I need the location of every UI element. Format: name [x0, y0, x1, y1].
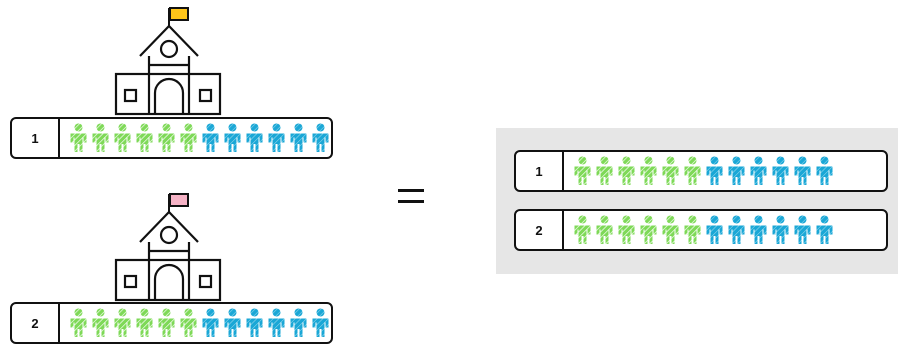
- blue-person-icon: [770, 215, 791, 245]
- green-person-icon: [638, 156, 659, 186]
- flag-icon: [169, 193, 189, 207]
- blue-person-icon: [792, 215, 813, 245]
- green-person-icon: [594, 215, 615, 245]
- school-2-row: 2: [10, 302, 333, 344]
- blue-person-icon: [748, 215, 769, 245]
- blue-person-icon: [748, 156, 769, 186]
- green-person-icon: [90, 308, 111, 338]
- green-person-icon: [134, 308, 155, 338]
- blue-person-icon: [726, 215, 747, 245]
- blue-person-icon: [200, 123, 221, 153]
- blue-person-icon: [704, 215, 725, 245]
- green-person-icon: [112, 123, 133, 153]
- green-person-icon: [178, 123, 199, 153]
- blue-person-icon: [244, 123, 265, 153]
- student-list: [68, 304, 331, 342]
- green-person-icon: [660, 156, 681, 186]
- blue-person-icon: [726, 156, 747, 186]
- blue-person-icon: [244, 308, 265, 338]
- green-person-icon: [616, 156, 637, 186]
- green-person-icon: [638, 215, 659, 245]
- green-person-icon: [682, 215, 703, 245]
- flag-icon: [169, 7, 189, 21]
- green-person-icon: [660, 215, 681, 245]
- school-building-icon: [114, 7, 222, 116]
- green-person-icon: [134, 123, 155, 153]
- blue-person-icon: [222, 308, 243, 338]
- blue-person-icon: [814, 215, 835, 245]
- blue-person-icon: [266, 123, 287, 153]
- green-person-icon: [112, 308, 133, 338]
- student-list: [572, 211, 835, 249]
- blue-person-icon: [200, 308, 221, 338]
- green-person-icon: [68, 123, 89, 153]
- school-building-icon: [114, 193, 222, 302]
- green-person-icon: [572, 215, 593, 245]
- blue-person-icon: [814, 156, 835, 186]
- green-person-icon: [68, 308, 89, 338]
- combined-row-1: 1: [514, 150, 888, 192]
- blue-person-icon: [770, 156, 791, 186]
- row-label: 1: [12, 119, 60, 157]
- blue-person-icon: [310, 308, 331, 338]
- blue-person-icon: [222, 123, 243, 153]
- blue-person-icon: [310, 123, 331, 153]
- blue-person-icon: [288, 308, 309, 338]
- green-person-icon: [682, 156, 703, 186]
- row-label: 2: [516, 211, 564, 249]
- green-person-icon: [616, 215, 637, 245]
- blue-person-icon: [266, 308, 287, 338]
- combined-row-2: 2: [514, 209, 888, 251]
- student-list: [68, 119, 331, 157]
- green-person-icon: [156, 308, 177, 338]
- green-person-icon: [90, 123, 111, 153]
- blue-person-icon: [704, 156, 725, 186]
- blue-person-icon: [288, 123, 309, 153]
- green-person-icon: [178, 308, 199, 338]
- student-list: [572, 152, 835, 190]
- school-1-row: 1: [10, 117, 333, 159]
- row-label: 2: [12, 304, 60, 342]
- green-person-icon: [156, 123, 177, 153]
- green-person-icon: [572, 156, 593, 186]
- green-person-icon: [594, 156, 615, 186]
- row-label: 1: [516, 152, 564, 190]
- blue-person-icon: [792, 156, 813, 186]
- equals-icon: [398, 189, 424, 203]
